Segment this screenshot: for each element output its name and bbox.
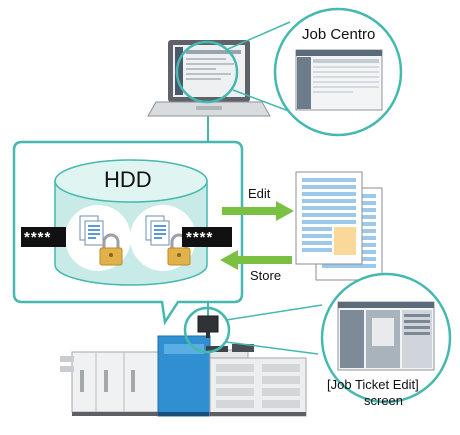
password-mask-left-bg	[21, 227, 66, 247]
job-centro-label: Job Centro	[302, 26, 376, 43]
password-mask-right: ****	[186, 229, 214, 246]
laptop-zoom-source	[175, 40, 239, 104]
job-ticket-edit-label-line2: screen	[364, 393, 404, 408]
zoom-line-bottom-2	[225, 341, 319, 355]
padlock-icon-left	[99, 233, 123, 266]
password-mask-left: ****	[24, 229, 52, 246]
document-icon-right	[145, 215, 170, 246]
job-centro-screen-thumbnail	[295, 49, 383, 111]
zoom-line-top-1	[227, 21, 291, 50]
store-arrow-icon	[220, 250, 292, 270]
hdd-label: HDD	[104, 167, 152, 192]
printer-zoom-source	[183, 306, 231, 354]
job-ticket-edit-screen-thumbnail	[337, 301, 435, 371]
password-mask-right-bg	[182, 227, 232, 247]
edit-arrow-icon	[222, 201, 294, 221]
zoom-line-bottom-1	[225, 304, 323, 321]
edit-label: Edit	[248, 186, 271, 201]
document-icon-left	[79, 215, 104, 246]
stacked-documents-icon	[295, 171, 383, 281]
production-printer-icon	[60, 315, 307, 417]
laptop-icon	[147, 40, 271, 117]
store-label: Store	[250, 268, 282, 283]
job-ticket-edit-label-line1: [Job Ticket Edit]	[327, 377, 419, 392]
